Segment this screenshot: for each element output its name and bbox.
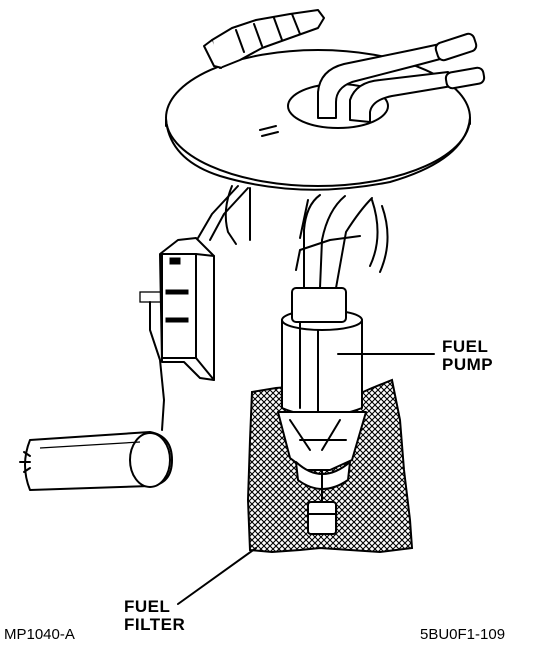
fuel-level-float <box>19 431 173 491</box>
fuel-filter-label-line-2: FILTER <box>124 615 186 634</box>
fuel-level-sender <box>139 237 215 431</box>
fuel-filter-label: FUEL FILTER <box>124 598 185 634</box>
pump-outlet-tubes <box>291 194 373 323</box>
figure-code-right: 5BU0F1-109 <box>420 626 506 643</box>
mounting-bracket <box>197 185 389 273</box>
fuel-line-fittings <box>317 32 486 123</box>
fuel-pump-label-line-2: PUMP <box>442 355 494 374</box>
electrical-connector <box>203 9 325 69</box>
figure-code-left: MP1040-A <box>4 626 75 643</box>
fuel-pump-label: FUEL PUMP <box>442 338 493 374</box>
fuel-filter-label-line-1: FUEL <box>124 597 171 616</box>
mounting-flange <box>165 49 471 191</box>
fuel-filter-leader-line <box>177 547 257 605</box>
fuel-pump-label-line-1: FUEL <box>442 337 489 356</box>
